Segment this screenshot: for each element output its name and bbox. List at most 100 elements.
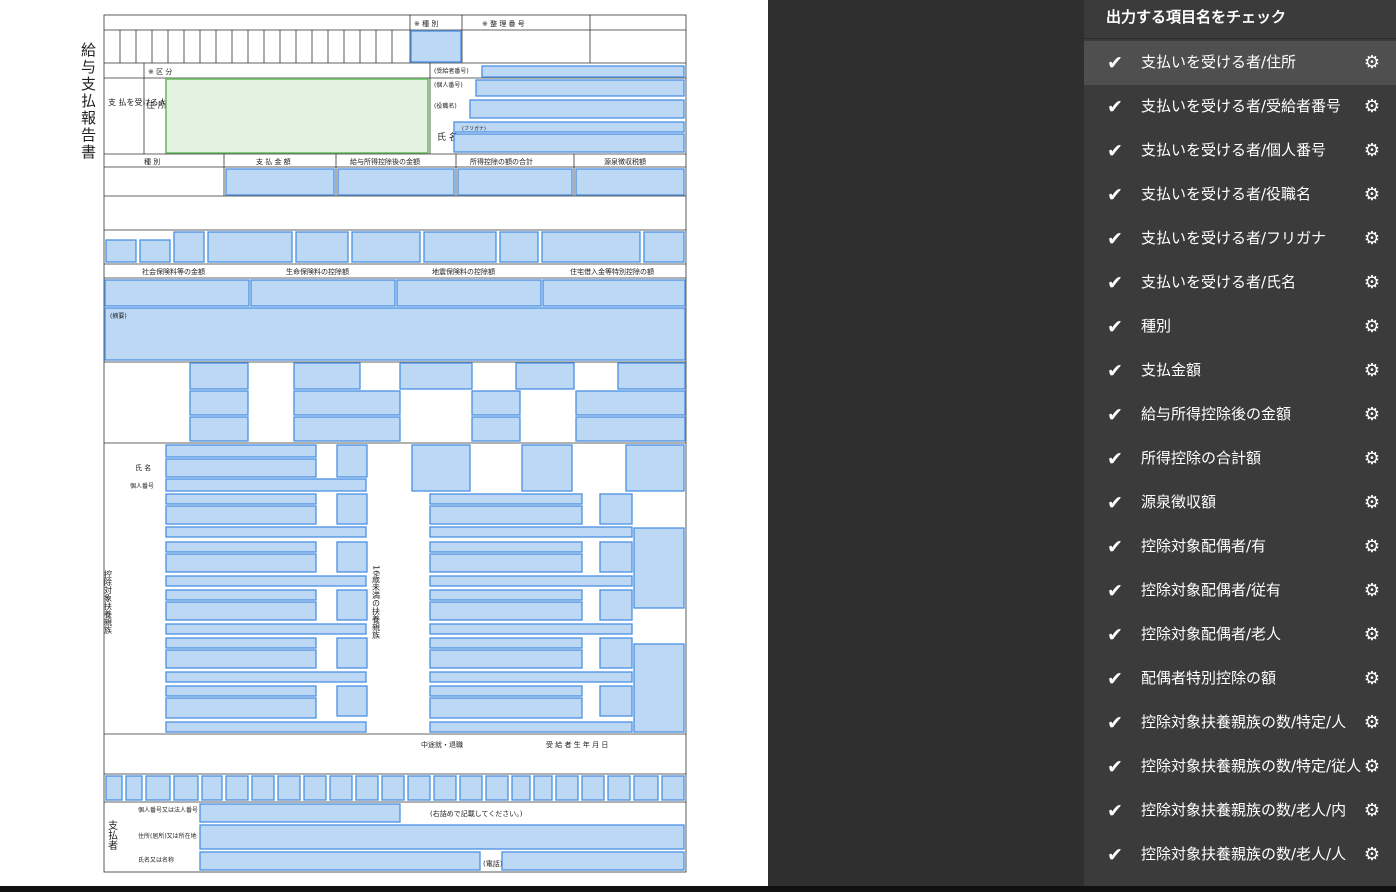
flag-14[interactable] bbox=[433, 775, 457, 801]
gear-icon[interactable]: ⚙ bbox=[1363, 228, 1381, 249]
flag-6[interactable] bbox=[225, 775, 249, 801]
field-misc-6[interactable] bbox=[189, 390, 249, 416]
field-dep4-name[interactable] bbox=[165, 649, 317, 669]
field-dep1-kubun[interactable] bbox=[336, 493, 368, 525]
flag-1[interactable] bbox=[105, 775, 123, 801]
field-item-1[interactable]: ✔支払いを受ける者/受給者番号⚙ bbox=[1084, 85, 1396, 129]
field-u16-4-name[interactable] bbox=[429, 649, 583, 669]
field-dep4-furigana[interactable] bbox=[165, 637, 317, 649]
field-spouse-2[interactable] bbox=[411, 444, 471, 492]
field-shogaisha[interactable] bbox=[541, 231, 641, 263]
field-item-17[interactable]: ✔控除対象扶養親族の数/老人/内⚙ bbox=[1084, 789, 1396, 833]
field-kojin[interactable] bbox=[475, 79, 685, 97]
field-misc-4[interactable] bbox=[515, 362, 575, 390]
flag-23[interactable] bbox=[661, 775, 685, 801]
field-dep2-kojin[interactable] bbox=[165, 575, 367, 587]
field-sonota[interactable] bbox=[423, 231, 497, 263]
field-juu[interactable] bbox=[139, 239, 171, 263]
field-u16-2-name[interactable] bbox=[429, 553, 583, 573]
gear-icon[interactable]: ⚙ bbox=[1363, 712, 1381, 733]
field-item-15[interactable]: ✔控除対象扶養親族の数/特定/人⚙ bbox=[1084, 701, 1396, 745]
field-dep3-kubun[interactable] bbox=[336, 589, 368, 621]
gear-icon[interactable]: ⚙ bbox=[1363, 140, 1381, 161]
flag-19[interactable] bbox=[555, 775, 579, 801]
field-haigusha-tokubetsu[interactable] bbox=[207, 231, 293, 263]
field-item-4[interactable]: ✔支払いを受ける者/フリガナ⚙ bbox=[1084, 217, 1396, 261]
field-item-12[interactable]: ✔控除対象配偶者/従有⚙ bbox=[1084, 569, 1396, 613]
flag-16[interactable] bbox=[485, 775, 509, 801]
check-icon[interactable]: ✔ bbox=[1107, 668, 1123, 690]
field-spouse-kojin[interactable] bbox=[165, 478, 367, 492]
field-dep4-kubun[interactable] bbox=[336, 637, 368, 669]
gear-icon[interactable]: ⚙ bbox=[1363, 492, 1381, 513]
check-icon[interactable]: ✔ bbox=[1107, 844, 1123, 866]
field-roujin[interactable] bbox=[173, 231, 205, 263]
field-tokutei[interactable] bbox=[295, 231, 349, 263]
field-item-10[interactable]: ✔源泉徴収額⚙ bbox=[1084, 481, 1396, 525]
field-dep1-name[interactable] bbox=[165, 505, 317, 525]
field-misc-10[interactable] bbox=[189, 416, 249, 442]
check-icon[interactable]: ✔ bbox=[1107, 712, 1123, 734]
field-rojin-fuyo[interactable] bbox=[351, 231, 421, 263]
field-u16-1-furigana[interactable] bbox=[429, 493, 583, 505]
field-u16-3-kojin[interactable] bbox=[429, 623, 633, 635]
field-spouse-name[interactable] bbox=[165, 458, 317, 478]
gear-icon[interactable]: ⚙ bbox=[1363, 404, 1381, 425]
field-item-13[interactable]: ✔控除対象配偶者/老人⚙ bbox=[1084, 613, 1396, 657]
field-item-7[interactable]: ✔支払金額⚙ bbox=[1084, 349, 1396, 393]
field-misc-9[interactable] bbox=[575, 390, 686, 416]
check-icon[interactable]: ✔ bbox=[1107, 536, 1123, 558]
field-gensen[interactable] bbox=[575, 168, 685, 196]
field-u16-3-name[interactable] bbox=[429, 601, 583, 621]
gear-icon[interactable]: ⚙ bbox=[1363, 800, 1381, 821]
gear-icon[interactable]: ⚙ bbox=[1363, 316, 1381, 337]
field-shiharai[interactable] bbox=[225, 168, 335, 196]
field-dep5-over-right[interactable] bbox=[633, 643, 685, 733]
field-dep1-furigana[interactable] bbox=[165, 493, 317, 505]
field-item-2[interactable]: ✔支払いを受ける者/個人番号⚙ bbox=[1084, 129, 1396, 173]
flag-13[interactable] bbox=[407, 775, 431, 801]
flag-12[interactable] bbox=[381, 775, 405, 801]
field-misc-1[interactable] bbox=[189, 362, 249, 390]
field-item-0[interactable]: ✔支払いを受ける者/住所⚙ bbox=[1084, 41, 1396, 85]
check-icon[interactable]: ✔ bbox=[1107, 96, 1123, 118]
check-icon[interactable]: ✔ bbox=[1107, 228, 1123, 250]
check-icon[interactable]: ✔ bbox=[1107, 272, 1123, 294]
field-yakushoku[interactable] bbox=[469, 99, 685, 119]
field-misc-2[interactable] bbox=[293, 362, 361, 390]
field-u16-4-furigana[interactable] bbox=[429, 637, 583, 649]
gear-icon[interactable]: ⚙ bbox=[1363, 96, 1381, 117]
gear-icon[interactable]: ⚙ bbox=[1363, 52, 1381, 73]
field-dep3-furigana[interactable] bbox=[165, 589, 317, 601]
flag-17[interactable] bbox=[511, 775, 531, 801]
field-u16-5-kubun[interactable] bbox=[599, 685, 633, 717]
field-shubetsu-top[interactable] bbox=[410, 30, 462, 63]
field-shakai[interactable] bbox=[104, 279, 250, 307]
field-u16-5-furigana[interactable] bbox=[429, 685, 583, 697]
field-u16-5-kojin[interactable] bbox=[429, 721, 633, 733]
field-furigana[interactable] bbox=[453, 121, 685, 133]
gear-icon[interactable]: ⚙ bbox=[1363, 536, 1381, 557]
check-icon[interactable]: ✔ bbox=[1107, 492, 1123, 514]
field-haigusha[interactable] bbox=[105, 239, 137, 263]
field-u16-2-kubun[interactable] bbox=[599, 541, 633, 573]
check-icon[interactable]: ✔ bbox=[1107, 624, 1123, 646]
flag-5[interactable] bbox=[201, 775, 223, 801]
check-icon[interactable]: ✔ bbox=[1107, 52, 1123, 74]
field-misc-13[interactable] bbox=[575, 416, 686, 442]
field-dep4-kojin[interactable] bbox=[165, 671, 367, 683]
field-u16-3-kubun[interactable] bbox=[599, 589, 633, 621]
field-item-5[interactable]: ✔支払いを受ける者/氏名⚙ bbox=[1084, 261, 1396, 305]
field-spouse-kubun[interactable] bbox=[336, 444, 368, 478]
flag-11[interactable] bbox=[355, 775, 379, 801]
field-payer-name[interactable] bbox=[199, 851, 481, 871]
check-icon[interactable]: ✔ bbox=[1107, 756, 1123, 778]
field-u16-4-kubun[interactable] bbox=[599, 637, 633, 669]
check-icon[interactable]: ✔ bbox=[1107, 360, 1123, 382]
field-hikyojusha[interactable] bbox=[643, 231, 685, 263]
field-dep5-kubun[interactable] bbox=[336, 685, 368, 717]
field-u16-4-kojin[interactable] bbox=[429, 671, 633, 683]
gear-icon[interactable]: ⚙ bbox=[1363, 844, 1381, 865]
field-u16-1-kubun[interactable] bbox=[599, 493, 633, 525]
field-misc-12[interactable] bbox=[471, 416, 521, 442]
